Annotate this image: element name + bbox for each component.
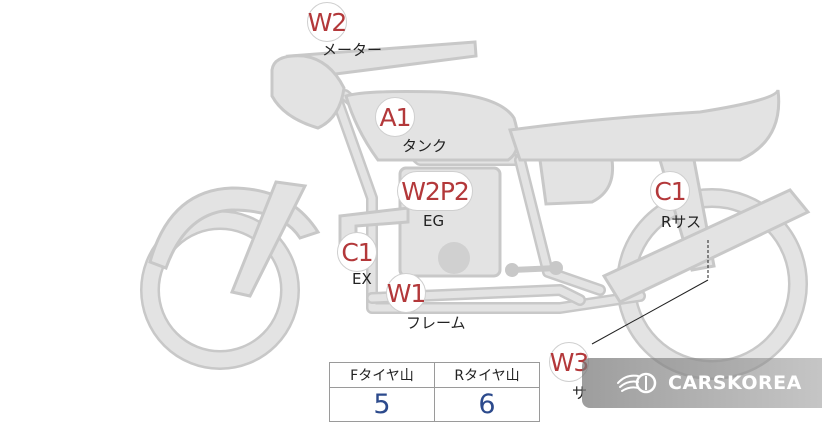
- carskorea-watermark: CARSKOREA: [582, 358, 822, 408]
- carskorea-logo-icon: [617, 372, 657, 394]
- marker-w1-frame: W1: [386, 273, 426, 313]
- label-frame: フレーム: [406, 314, 466, 332]
- headlight: [270, 54, 346, 130]
- front-tire-value: 5: [329, 387, 435, 422]
- marker-c1-rear: C1: [650, 171, 690, 211]
- front-wheel: [140, 210, 300, 370]
- front-fork: [229, 180, 308, 298]
- marker-w2-meter: W2: [307, 2, 347, 42]
- side-cover: [538, 158, 615, 206]
- rear-tire-value: 6: [434, 387, 540, 422]
- label-meter: メーター: [322, 41, 383, 59]
- brand-name: CARSKOREA: [668, 372, 802, 394]
- engine-cover: [438, 242, 470, 274]
- seat: [508, 89, 781, 162]
- marker-w2p2-engine: W2P2: [397, 171, 473, 211]
- label-rear-suspension: Rサス: [661, 213, 702, 231]
- front-tire-header: Fタイヤ山: [329, 362, 435, 388]
- marker-a1-tank: A1: [375, 97, 415, 137]
- marker-c1-exhaust: C1: [337, 232, 377, 272]
- tire-tread-table: Fタイヤ山 Rタイヤ山 5 6: [329, 362, 540, 422]
- label-tank: タンク: [402, 137, 448, 155]
- label-exhaust: EX: [352, 270, 372, 288]
- leader-line: [591, 279, 709, 345]
- chain: [505, 261, 563, 277]
- rear-tire-header: Rタイヤ山: [434, 362, 540, 388]
- muffler: [601, 188, 811, 304]
- label-engine: EG: [423, 212, 445, 230]
